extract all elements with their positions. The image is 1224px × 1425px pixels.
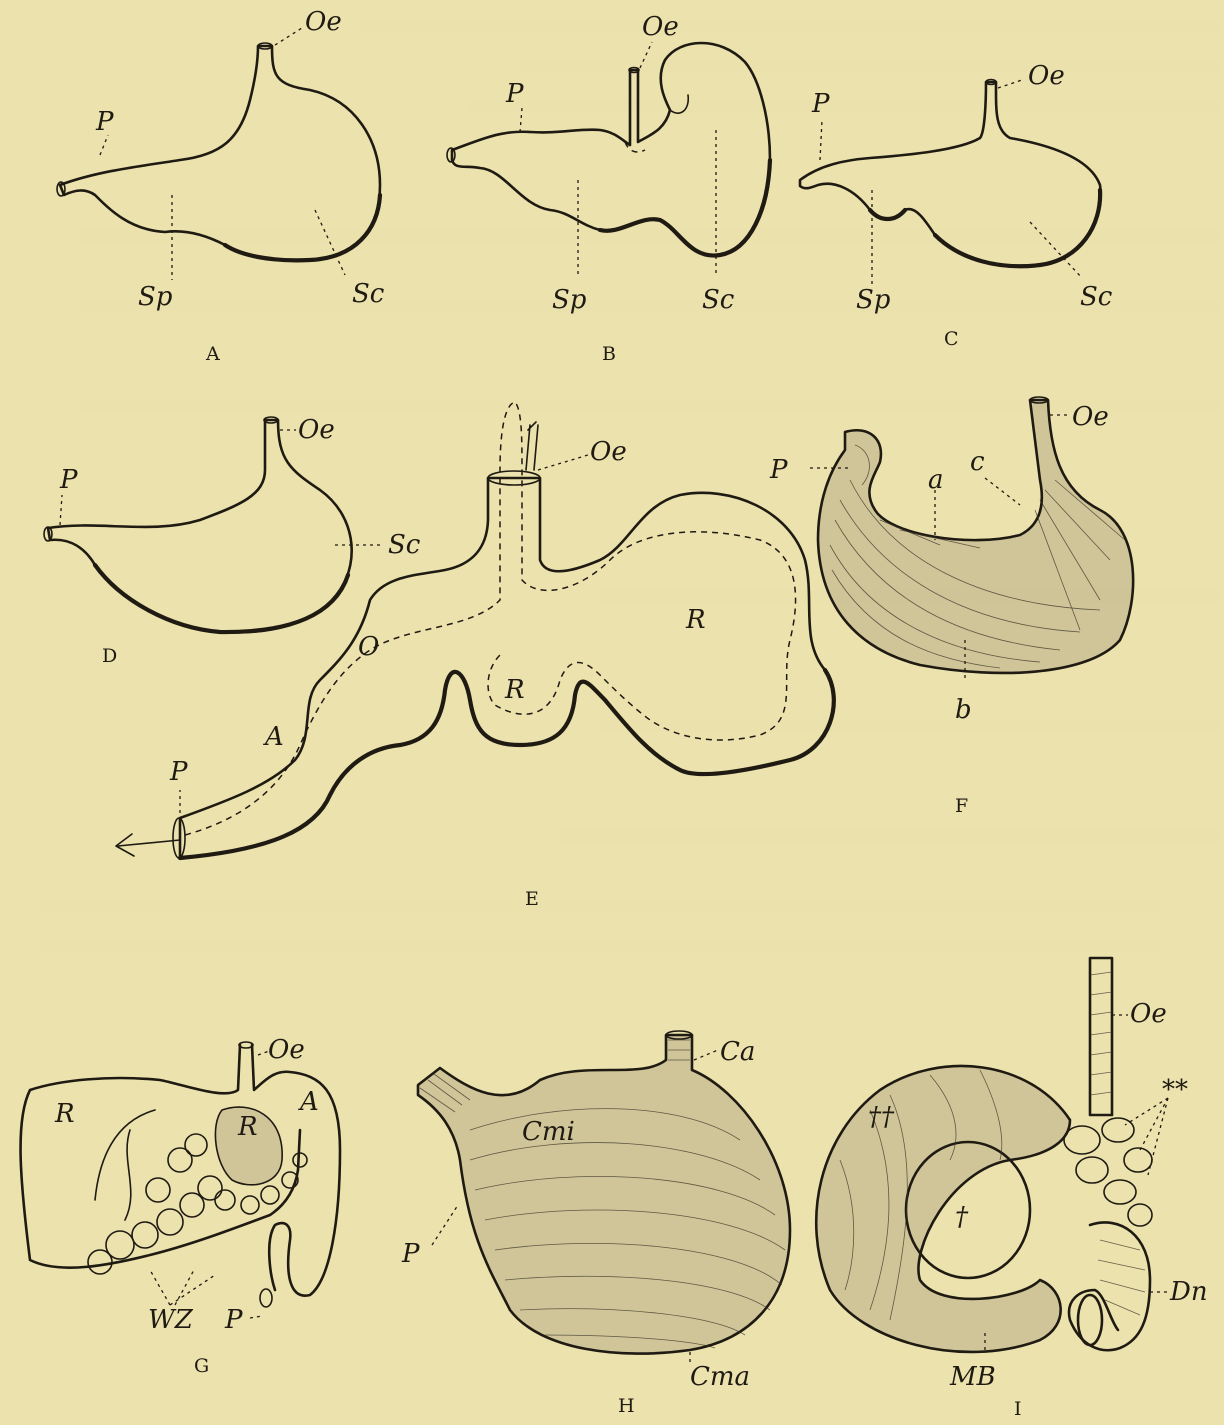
figure-h-label-cmi: Cmi <box>522 1117 575 1147</box>
figure-c-label-oe: Oe <box>1028 61 1065 91</box>
figure-g-label-wz: WZ <box>148 1305 194 1335</box>
figure-h-label-ca: Ca <box>720 1037 755 1067</box>
figure-e-label-oe: Oe <box>590 437 627 467</box>
figure-i-label-dn: Dn <box>1169 1277 1208 1307</box>
figure-b-label-oe: Oe <box>642 12 679 42</box>
figure-g-label-r-right: R <box>237 1112 258 1142</box>
figure-e-label-r-inner: R <box>504 675 525 705</box>
figure-i-caption: I <box>1014 1398 1022 1420</box>
figure-c-caption: C <box>944 328 959 350</box>
figure-a-caption: A <box>205 343 220 365</box>
figure-f-label-oe: Oe <box>1072 402 1109 432</box>
figure-b-caption: B <box>602 343 616 365</box>
figure-b-label-sc: Sc <box>702 285 735 315</box>
figure-h-label-p: P <box>401 1239 420 1269</box>
figure-a-label-oe: Oe <box>305 7 342 37</box>
figure-e-caption: E <box>525 888 539 910</box>
figure-e-label-p: P <box>169 757 188 787</box>
figure-d-label-oe: Oe <box>298 415 335 445</box>
figure-g-label-oe: Oe <box>268 1035 305 1065</box>
figure-f-label-p: P <box>769 455 788 485</box>
figure-g-label-p: P <box>224 1305 243 1335</box>
figure-c-label-sc: Sc <box>1080 282 1113 312</box>
figure-d-caption: D <box>102 645 117 667</box>
figure-b-label-sp: Sp <box>552 285 587 315</box>
figure-f-label-a: a <box>928 465 944 495</box>
figure-f-caption: F <box>955 795 968 817</box>
figure-g-label-a: A <box>298 1087 319 1117</box>
figure-a-label-sc: Sc <box>352 279 385 309</box>
figure-i-label-asterisks: ** <box>1162 1075 1188 1105</box>
figure-h-label-cma: Cma <box>690 1362 750 1392</box>
figure-e-label-r-main: R <box>685 605 706 635</box>
figure-f-label-b: b <box>955 695 972 725</box>
figure-g-label-r-left: R <box>54 1099 75 1129</box>
figure-f-label-c: c <box>970 447 985 477</box>
figure-g-caption: G <box>194 1355 209 1377</box>
figure-i-label-oe: Oe <box>1130 999 1167 1029</box>
figure-e-label-a: A <box>263 722 284 752</box>
figure-c-label-sp: Sp <box>856 285 891 315</box>
figure-d-label-sc: Sc <box>388 530 421 560</box>
figure-i-label-double-dagger: †† <box>868 1102 895 1132</box>
figure-a-label-p: P <box>95 107 114 137</box>
figure-i-label-dagger: † <box>955 1202 969 1232</box>
figure-h-caption: H <box>618 1395 635 1417</box>
figure-i-label-mb: MB <box>949 1362 996 1392</box>
figure-b-label-p: P <box>505 79 524 109</box>
figure-c-label-p: P <box>811 89 830 119</box>
figure-a-label-sp: Sp <box>138 282 173 312</box>
figure-e-label-o: O <box>358 632 379 662</box>
figure-d-label-p: P <box>59 465 78 495</box>
